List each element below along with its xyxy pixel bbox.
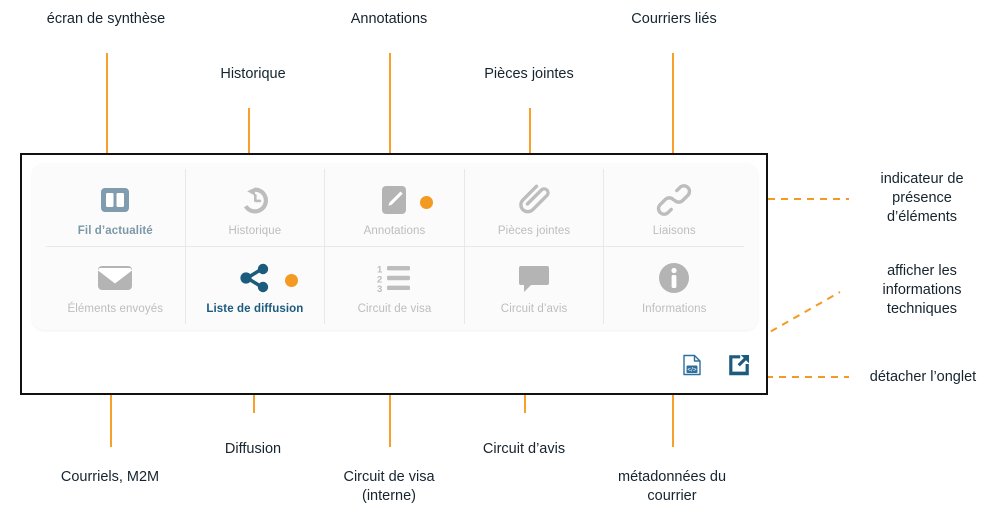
tab-liste-de-diffusion[interactable]: Liste de diffusion bbox=[186, 246, 326, 324]
tab-elements-envoyes[interactable]: Éléments envoyés bbox=[46, 246, 186, 324]
callout-annotations: Annotations bbox=[350, 11, 428, 27]
callout-metadonnees-courrier: métadonnées du courrier bbox=[617, 469, 727, 504]
callout-circuit-davis: Circuit d’avis bbox=[482, 441, 566, 457]
callout-historique: Historique bbox=[220, 66, 286, 82]
callout-diffusion: Diffusion bbox=[224, 441, 282, 457]
tab-panel-card: Fil d’actualité Historique bbox=[32, 163, 758, 330]
callout-ecran-de-synthese: écran de synthèse bbox=[46, 11, 166, 27]
tab-informations[interactable]: Informations bbox=[604, 247, 744, 325]
callout-detacher-onglet: détacher l’onglet bbox=[869, 369, 977, 385]
pencil-icon bbox=[378, 177, 410, 223]
tab-liaisons[interactable]: Liaisons bbox=[604, 169, 744, 247]
tab-label: Annotations bbox=[363, 225, 426, 238]
info-circle-icon bbox=[657, 255, 691, 301]
leader-ecran-de-synthese bbox=[106, 53, 108, 153]
link-icon bbox=[656, 177, 692, 223]
tab-label: Liste de diffusion bbox=[206, 303, 304, 316]
tab-label: Circuit de visa bbox=[357, 303, 432, 316]
presence-badge-diffusion bbox=[284, 273, 298, 287]
leader-diffusion bbox=[253, 395, 255, 413]
tab-circuit-davis[interactable]: Circuit d’avis bbox=[465, 246, 605, 324]
leader-circuit-de-visa bbox=[389, 395, 391, 447]
tab-label: Circuit d’avis bbox=[500, 303, 568, 316]
tab-historique[interactable]: Historique bbox=[185, 169, 326, 247]
tab-label: Informations bbox=[641, 303, 707, 316]
leader-historique bbox=[248, 108, 250, 153]
leader-courriers-lies bbox=[672, 53, 674, 153]
tab-label: Pièces jointes bbox=[497, 225, 571, 238]
technical-info-button[interactable]: </> bbox=[682, 354, 702, 381]
tab-label: Historique bbox=[228, 225, 282, 238]
share-nodes-icon bbox=[237, 255, 273, 301]
svg-text:1: 1 bbox=[377, 265, 383, 276]
history-icon bbox=[237, 177, 273, 223]
numbered-list-icon: 1 2 3 bbox=[375, 255, 413, 301]
leader-pieces-jointes bbox=[529, 108, 531, 153]
callout-indicateur-presence: indicateur de présence d’éléments bbox=[880, 171, 964, 225]
tab-pieces-jointes[interactable]: Pièces jointes bbox=[464, 169, 605, 247]
envelope-icon bbox=[96, 255, 134, 301]
callout-circuit-de-visa: Circuit de visa (interne) bbox=[343, 469, 435, 504]
leader-metadonnees-courrier bbox=[672, 395, 674, 447]
frame-action-bar: </> bbox=[682, 354, 750, 381]
screenshot-frame: Fil d’actualité Historique bbox=[20, 153, 768, 395]
speech-bubble-icon bbox=[517, 255, 551, 301]
svg-text:3: 3 bbox=[377, 284, 382, 293]
callout-pieces-jointes: Pièces jointes bbox=[484, 66, 574, 82]
leader-courriels-m2m bbox=[110, 395, 112, 447]
svg-text:</>: </> bbox=[687, 367, 697, 374]
leader-annotations bbox=[389, 53, 391, 153]
presence-badge-annotations bbox=[420, 196, 434, 209]
paperclip-icon bbox=[516, 177, 552, 223]
tab-label: Éléments envoyés bbox=[67, 303, 164, 316]
tab-label: Fil d’actualité bbox=[77, 225, 153, 238]
news-feed-icon bbox=[98, 177, 132, 223]
callout-courriers-lies: Courriers liés bbox=[631, 11, 717, 27]
callout-infos-techniques: afficher les informations techniques bbox=[882, 263, 962, 317]
leader-circuit-davis bbox=[524, 395, 526, 413]
callout-courriels-m2m: Courriels, M2M bbox=[60, 469, 160, 485]
tab-fil-dactualite[interactable]: Fil d’actualité bbox=[46, 169, 186, 247]
svg-text:2: 2 bbox=[377, 275, 382, 286]
tab-annotations[interactable]: Annotations bbox=[325, 169, 465, 247]
detach-tab-button[interactable] bbox=[728, 354, 750, 381]
tab-circuit-de-visa[interactable]: 1 2 3 Circuit de visa bbox=[325, 246, 465, 324]
tab-grid: Fil d’actualité Historique bbox=[46, 169, 744, 324]
tab-label: Liaisons bbox=[652, 225, 696, 238]
